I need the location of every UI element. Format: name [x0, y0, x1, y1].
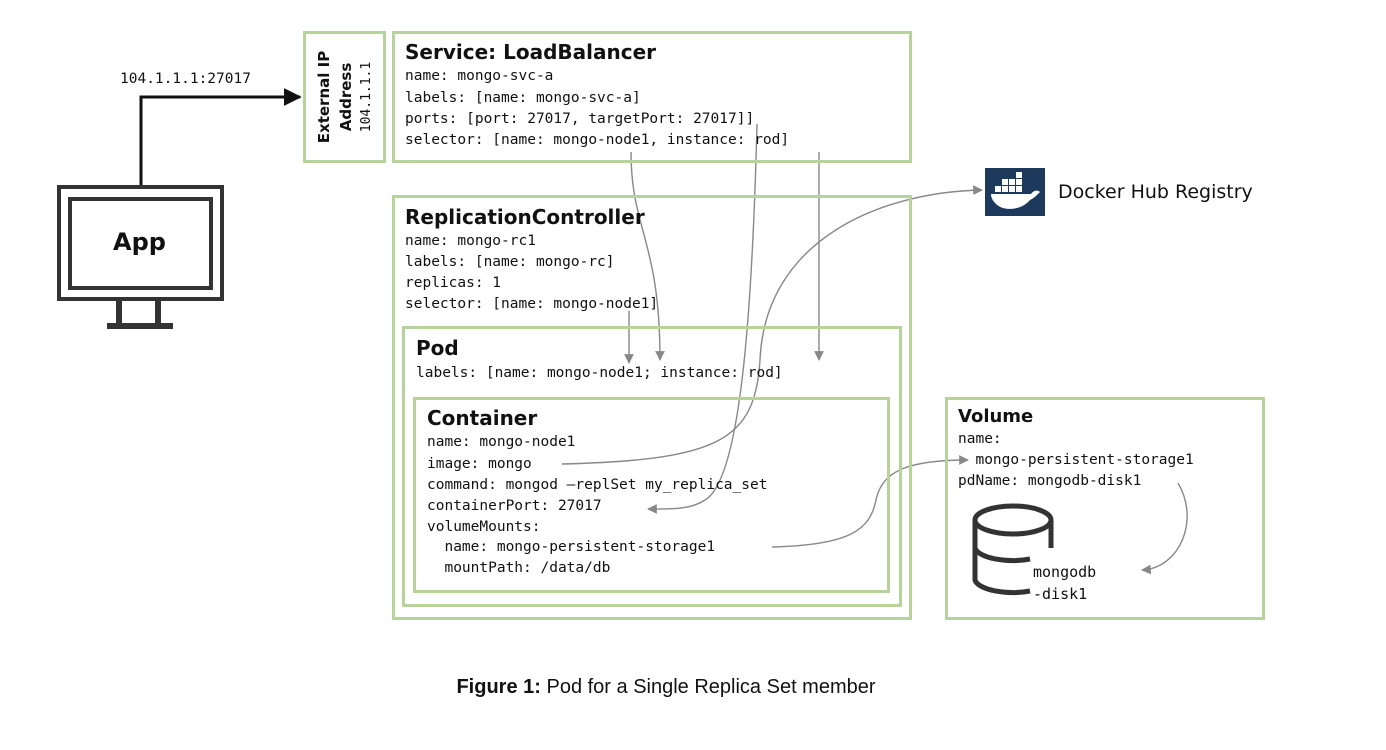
- volume-mount-arrow: [771, 455, 969, 548]
- pod-box: [402, 326, 902, 607]
- rc-line: replicas: 1: [405, 275, 502, 291]
- image-to-registry-arrow: [561, 185, 983, 465]
- volume-box: [945, 397, 1265, 620]
- service-line: ports: [port: 27017, targetPort: 27017]]: [405, 111, 755, 127]
- rc-line: selector: [name: mongo-node1]: [405, 296, 659, 312]
- service-title: Service: LoadBalancer: [405, 40, 657, 64]
- docker-whale-icon: [985, 168, 1045, 216]
- target-port-arrow: [647, 123, 758, 514]
- volume-line: name:: [958, 431, 1002, 447]
- service-line: name: mongo-svc-a: [405, 68, 554, 84]
- pod-line: labels: [name: mongo-node1; instance: ro…: [416, 365, 783, 381]
- database-disk-icon: [972, 503, 1054, 596]
- caption-text: Pod for a Single Replica Set member: [540, 676, 876, 698]
- monitor-icon: [57, 185, 224, 329]
- caption-prefix: Figure 1:: [456, 676, 541, 698]
- container-line: mountPath: /data/db: [427, 560, 611, 576]
- pdname-to-disk-arrow: [1141, 482, 1188, 575]
- rc-line: labels: [name: mongo-rc]: [405, 254, 615, 270]
- rc-line: name: mongo-rc1: [405, 233, 536, 249]
- figure-caption: Figure 1: Pod for a Single Replica Set m…: [0, 676, 1332, 699]
- volume-title: Volume: [958, 406, 1034, 427]
- connection-address: 104.1.1.1:27017: [120, 71, 251, 87]
- disk-label: -disk1: [1033, 585, 1088, 603]
- pod-title: Pod: [416, 336, 459, 360]
- container-box: [413, 397, 890, 593]
- service-box: [392, 31, 912, 163]
- external-ip-title-line1: External IP: [315, 50, 333, 144]
- registry-label: Docker Hub Registry: [1058, 181, 1253, 203]
- replication-controller-box: [392, 195, 912, 620]
- service-line: selector: [name: mongo-node1, instance: …: [405, 132, 790, 148]
- container-line: image: mongo: [427, 456, 532, 472]
- external-ip-value: 104.1.1.1: [359, 61, 374, 133]
- container-line: name: mongo-persistent-storage1: [427, 539, 716, 555]
- container-title: Container: [427, 406, 538, 430]
- service-line: labels: [name: mongo-svc-a]: [405, 90, 641, 106]
- app-to-external-ip-arrow: [139, 88, 302, 186]
- replication-controller-title: ReplicationController: [405, 205, 645, 229]
- volume-line: pdName: mongodb-disk1: [958, 473, 1142, 489]
- disk-label: mongodb: [1033, 563, 1097, 581]
- container-line: containerPort: 27017: [427, 498, 602, 514]
- external-ip-title-line2: Address: [337, 62, 355, 132]
- container-line: command: mongod –replSet my_replica_set: [427, 477, 768, 493]
- container-line: volumeMounts:: [427, 519, 541, 535]
- selector-name-arrow: [630, 151, 665, 361]
- container-line: name: mongo-node1: [427, 434, 576, 450]
- app-label: App: [113, 228, 166, 256]
- external-ip-box: [303, 31, 386, 163]
- volume-line: mongo-persistent-storage1: [958, 452, 1194, 468]
